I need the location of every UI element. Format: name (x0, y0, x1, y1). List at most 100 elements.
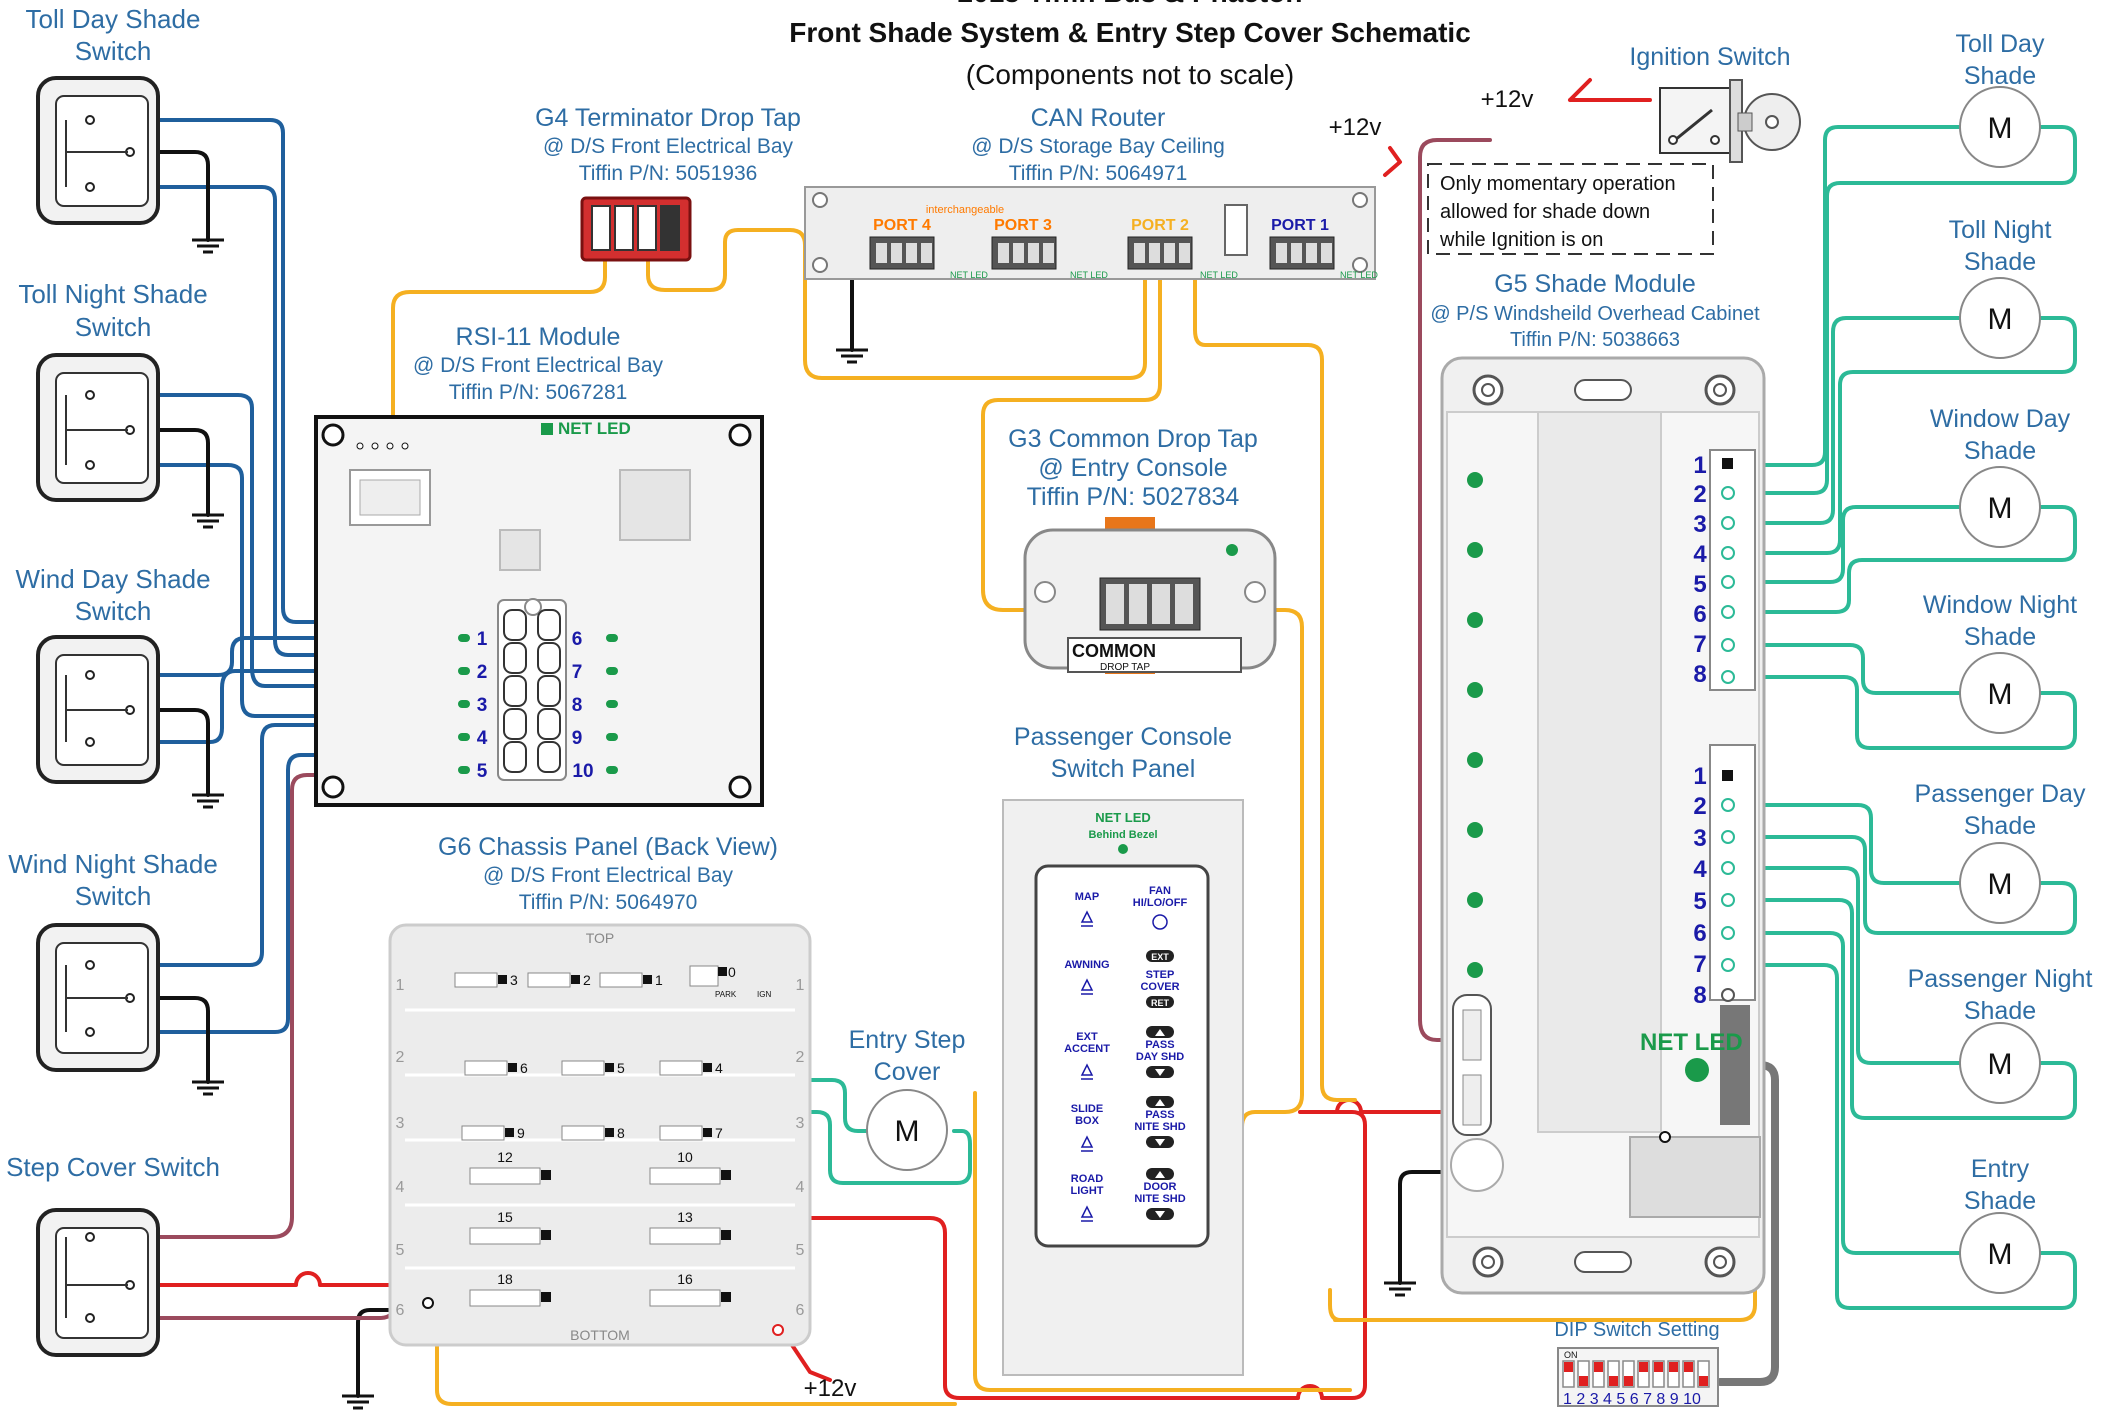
shade-motor-m: M (1988, 303, 2013, 336)
g6-row-1-right: 1 (796, 977, 805, 994)
switch-label-line1: Toll Day Shade (26, 4, 201, 34)
switch-step-cover[interactable]: Step Cover Switch (6, 1152, 220, 1357)
switch-label-line1: Wind Day Shade (15, 564, 210, 594)
g6-conn-4[interactable]: 4 (659, 1060, 723, 1076)
g6-title: G6 Chassis Panel (Back View) (438, 833, 778, 861)
shade-label-line2: Shade (1964, 1187, 2036, 1215)
g6-conn-1[interactable]: 1 (599, 972, 663, 988)
console-label-fan: FAN (1149, 885, 1171, 897)
map-light-icon (1080, 910, 1094, 927)
road-light-icon (1080, 1205, 1094, 1222)
g6-conn-2[interactable]: 2 (527, 972, 591, 988)
console-label-pass-day: PASS (1145, 1039, 1174, 1051)
console-net-led: NET LED (1095, 810, 1151, 825)
header-title-line1: 2015 Tiffin Bus & Phaeton (958, 0, 1303, 8)
g6-conn-12[interactable]: 12 (469, 1149, 551, 1185)
left-switches: Toll Day Shade Switch Toll Night Shade S… (6, 4, 1416, 1410)
pass-nite-down-button[interactable] (1146, 1136, 1174, 1148)
svg-text:1: 1 (655, 972, 663, 988)
shade-motor[interactable] (1959, 1212, 2041, 1294)
can-port-4[interactable] (869, 236, 935, 270)
shade-motor[interactable] (1959, 842, 2041, 924)
can-router-part-number: Tiffin P/N: 5064971 (1009, 162, 1188, 185)
door-nite-up-button[interactable] (1146, 1168, 1174, 1180)
shade-motor-m: M (1988, 1238, 2013, 1271)
console-label-box: BOX (1075, 1115, 1100, 1127)
shade-motors: Toll Day Shade M Toll Night Shade M Wind… (1908, 30, 2092, 1294)
g6-part-number: Tiffin P/N: 5064970 (519, 891, 698, 914)
svg-text:7: 7 (715, 1125, 723, 1141)
wire-windnight-b (148, 753, 512, 1034)
ignition-switch: Ignition Switch +12v (1481, 43, 1801, 163)
g6-conn-15[interactable]: 15 (469, 1209, 551, 1245)
entry-step-motor[interactable] (866, 1089, 948, 1171)
console-label-ext: EXT (1076, 1031, 1098, 1043)
shade-passenger-night: Passenger Night Shade M (1908, 965, 2092, 1104)
ground-symbols (192, 238, 1416, 1410)
dip-numbers: 1 2 3 4 5 6 7 8 9 10 (1563, 1391, 1701, 1408)
g5-top-pin-3: 3 (1693, 511, 1706, 538)
switch-wind-day[interactable]: Wind Day Shade Switch (15, 564, 211, 784)
g6-conn-16[interactable]: 16 (649, 1271, 731, 1307)
shade-motor[interactable] (1959, 277, 2041, 359)
switch-label-line1: Toll Night Shade (18, 279, 207, 309)
door-nite-down-button[interactable] (1146, 1208, 1174, 1220)
g6-conn-3[interactable]: 3 (454, 972, 518, 988)
shade-motor[interactable] (1959, 1022, 2041, 1104)
wire-tollnight-b (148, 463, 512, 718)
g4-title: G4 Terminator Drop Tap (535, 104, 801, 132)
can-port-2[interactable] (1127, 236, 1193, 270)
shade-label-line1: Passenger Day (1915, 780, 2086, 808)
shade-motor[interactable] (1959, 652, 2041, 734)
switch-toll-day[interactable]: Toll Day Shade Switch (26, 4, 201, 225)
shade-label-line1: Toll Day (1956, 30, 2045, 58)
rsi-pin-1: 1 (477, 629, 488, 650)
console-label-awning: AWNING (1064, 959, 1109, 971)
g6-conn-6[interactable]: 6 (464, 1060, 528, 1076)
g6-row-5-right: 5 (796, 1242, 805, 1259)
g6-conn-5[interactable]: 5 (561, 1060, 625, 1076)
switch-wind-night[interactable]: Wind Night Shade Switch (8, 849, 218, 1072)
pass-nite-up-button[interactable] (1146, 1096, 1174, 1108)
g5-bot-pin-6: 6 (1693, 920, 1706, 947)
g5-part-number: Tiffin P/N: 5038663 (1510, 329, 1680, 351)
g6-row-4: 4 (396, 1179, 405, 1196)
rsi-title: RSI-11 Module (456, 323, 621, 351)
g3-location: @ Entry Console (1038, 454, 1227, 482)
g6-conn-0[interactable]: 0 (689, 964, 736, 987)
can-port-3[interactable] (991, 236, 1057, 270)
can-router: CAN Router @ D/S Storage Bay Ceiling Tif… (804, 104, 1381, 280)
wire-tollday-a (148, 118, 512, 624)
g6-conn-13[interactable]: 13 (649, 1209, 731, 1245)
switch-label-line2: Switch (75, 596, 152, 626)
step-cover-ret-button[interactable]: RET (1146, 996, 1174, 1008)
pass-day-down-button[interactable] (1146, 1066, 1174, 1078)
g5-top-pin-2: 2 (1693, 481, 1706, 508)
g6-conn-7[interactable]: 7 (659, 1125, 723, 1141)
g5-top-pin-8: 8 (1693, 661, 1706, 688)
g5-bot-pin-1: 1 (1693, 763, 1706, 790)
shade-motor[interactable] (1959, 466, 2041, 548)
g5-top-connector[interactable] (1709, 449, 1756, 691)
console-label-road: ROAD (1071, 1173, 1103, 1185)
console-behind-bezel: Behind Bezel (1088, 829, 1157, 841)
dip-switch: DIP Switch Setting ON 1 2 3 4 5 6 7 8 9 … (1554, 1319, 1719, 1408)
g6-park-label: PARK (715, 990, 737, 999)
shade-label-line1: Window Day (1930, 405, 2071, 433)
g6-row-6-right: 6 (796, 1302, 805, 1319)
g6-conn-8[interactable]: 8 (561, 1125, 625, 1141)
pass-day-up-button[interactable] (1146, 1026, 1174, 1038)
rsi-location: @ D/S Front Electrical Bay (413, 354, 664, 377)
g6-row-1: 1 (396, 977, 405, 994)
header: 2015 Tiffin Bus & Phaeton Front Shade Sy… (789, 0, 1471, 90)
g6-conn-18[interactable]: 18 (469, 1271, 551, 1307)
shade-motor[interactable] (1959, 86, 2041, 168)
can-port-1[interactable] (1269, 236, 1335, 270)
g5-top-pin-5: 5 (1693, 571, 1706, 598)
g6-conn-10[interactable]: 10 (649, 1149, 731, 1185)
ignition-label: Ignition Switch (1629, 43, 1790, 71)
rsi-pin-9: 9 (572, 728, 583, 749)
switch-toll-night[interactable]: Toll Night Shade Switch (18, 279, 208, 502)
step-cover-ext-button[interactable]: EXT (1146, 950, 1174, 962)
g6-conn-9[interactable]: 9 (461, 1125, 525, 1141)
